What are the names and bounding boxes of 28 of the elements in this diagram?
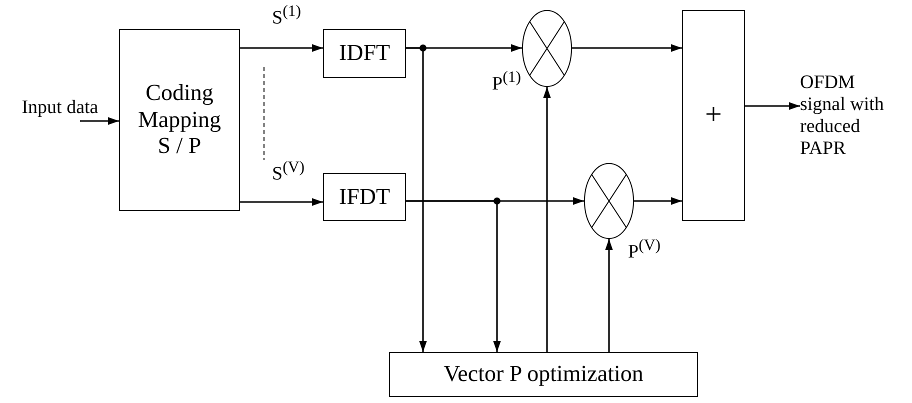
- multiplier-symbol: [522, 10, 572, 87]
- box-label: IDFT: [338, 40, 390, 67]
- multiplier-label: P$^{(V)}$: [628, 238, 661, 262]
- box-label: IFDT: [338, 184, 390, 210]
- process-box: [682, 10, 745, 221]
- arrow: [572, 44, 682, 52]
- signal-label: Input data: [10, 94, 110, 121]
- process-box: [323, 29, 406, 78]
- process-box: [389, 352, 698, 397]
- box-label: +: [705, 98, 722, 133]
- box-label: Vector P optimization: [444, 361, 644, 388]
- box-label: Coding Mapping S / P: [136, 80, 222, 160]
- arrow: [605, 239, 613, 352]
- arrow: [745, 102, 800, 110]
- edge-label: S$^{(V)}$: [272, 160, 305, 184]
- arrow: [240, 198, 323, 206]
- arrow: [240, 44, 323, 52]
- arrow: [406, 47, 427, 352]
- arrow: [634, 197, 682, 205]
- multiplier-label: P$^{(1)}$: [492, 70, 522, 94]
- multiplier-symbol: [584, 163, 634, 239]
- signal-label: OFDM signal with reduced PAPR: [800, 60, 910, 172]
- process-box: [323, 173, 406, 221]
- arrow: [79, 117, 119, 125]
- edge-label: S$^{(1)}$: [272, 4, 302, 28]
- arrow: [543, 87, 551, 352]
- process-box: [119, 29, 240, 211]
- arrow: [406, 200, 501, 352]
